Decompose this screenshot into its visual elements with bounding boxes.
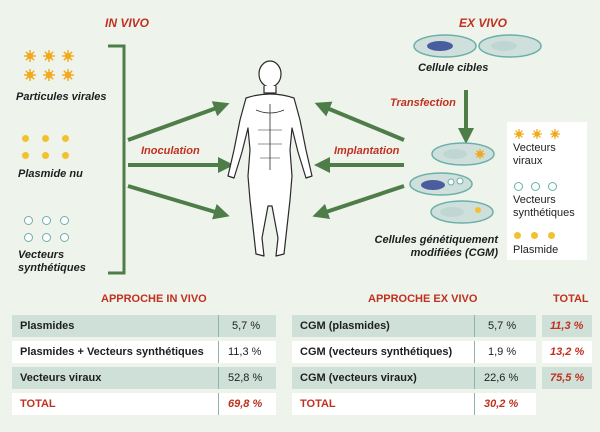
human-figure-icon [227,60,313,257]
modified-cells-icon [409,142,495,224]
table-header-total: TOTAL [553,293,589,305]
arrow-right-top [314,101,405,142]
table-row: Plasmides 5,7 % [12,315,276,337]
target-cells-label: Cellule cibles [418,62,489,74]
inoculation-label: Inoculation [141,145,200,157]
legend-synthetic-label: Vecteurs synthétiques [513,194,575,219]
table-total-row: TOTAL 30,2 % [292,393,536,415]
legend-viral-icon [514,129,560,139]
table-row: CGM (vecteurs synthétiques) 1,9 % [292,341,536,363]
table-row: CGM (plasmides) 5,7 % [292,315,536,337]
table-total-row: TOTAL 69,8 % [12,393,276,415]
left-bracket [108,44,126,275]
table-row: Vecteurs viraux 52,8 % [12,367,276,389]
arrow-left-top [127,101,230,142]
arrow-left-bottom [127,184,230,220]
legend-viral-label: Vecteurs viraux [513,142,556,167]
legend-plasmid-label: Plasmide [513,244,559,256]
table-row-total: 11,3 % [542,315,592,337]
diagram-graphics [108,34,542,275]
table-row: CGM (vecteurs viraux) 22,6 % [292,367,536,389]
table-row-total: 13,2 % [542,341,592,363]
naked-plasmid-label: Plasmide nu [18,168,83,180]
in-vivo-heading: IN VIVO [105,16,150,30]
transfection-label: Transfection [390,97,456,109]
table-header-ex-vivo: APPROCHE EX VIVO [368,293,478,305]
implantation-label: Implantation [334,145,400,157]
table-row-total: 75,5 % [542,367,592,389]
target-cells-icon [413,34,542,58]
arrow-right-bottom [312,184,405,220]
table-header-in-vivo: APPROCHE IN VIVO [101,293,207,305]
table-row: Plasmides + Vecteurs synthétiques 11,3 % [12,341,276,363]
ex-vivo-heading: EX VIVO [459,16,508,30]
viral-particles-label: Particules virales [16,91,107,103]
synthetic-vectors-label: Vecteurs synthétiques [18,249,86,274]
legend-box: Vecteurs viraux Vecteurs synthétiques Pl… [507,122,587,260]
modified-cells-label: Cellules génétiquement modifiées (CGM) [374,234,498,259]
